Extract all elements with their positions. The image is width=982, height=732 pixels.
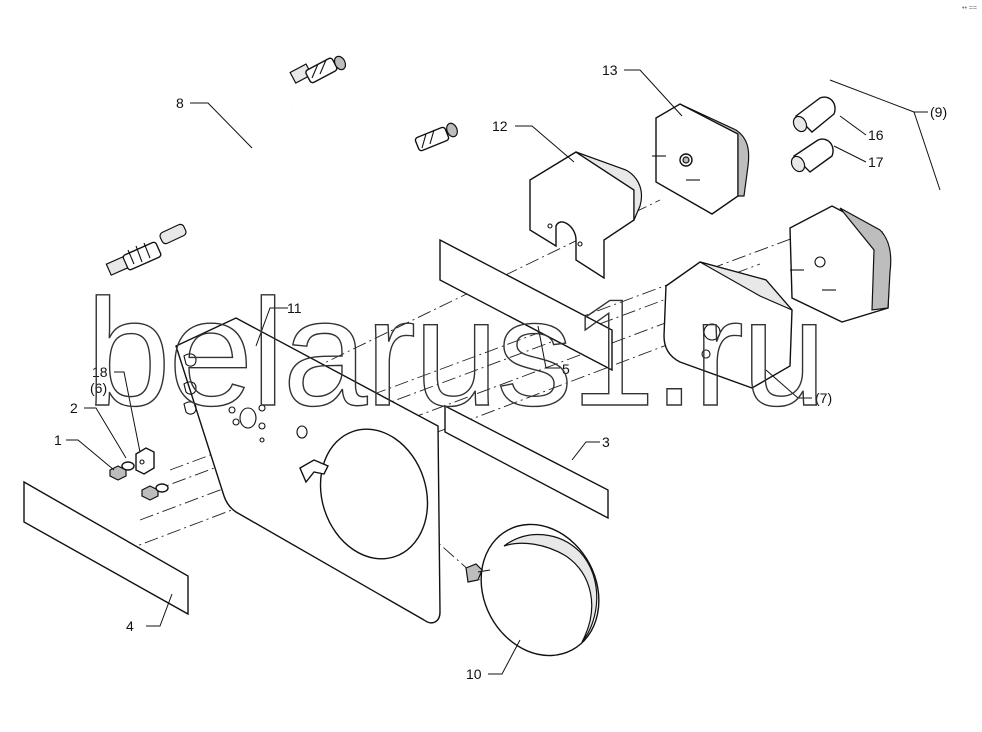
leader-lines: [66, 69, 941, 675]
decal-4: [23, 480, 189, 616]
lamp-bracket-12: [529, 151, 643, 280]
callout-9: (9): [930, 104, 947, 120]
lamp-body-9: [789, 205, 892, 323]
callout-4: 4: [126, 618, 134, 634]
callout-1: 1: [54, 432, 62, 448]
callout-7: (7): [815, 390, 832, 406]
decal-3: [444, 404, 609, 520]
callout-18: 18: [92, 364, 108, 380]
lamp-13: [652, 103, 750, 215]
callout-8: 8: [176, 95, 184, 111]
callout-labels: 8 12 13 16 17 (9) 11 5 3 (7) 10 4 1 2 18…: [54, 62, 947, 682]
callout-12: 12: [492, 118, 508, 134]
watermark-text: belarus1.ru: [86, 268, 824, 438]
round-lamp-10: [465, 523, 600, 657]
callout-5: 5: [562, 361, 570, 377]
lamp-housing-7: [663, 261, 793, 389]
callout-10: 10: [466, 666, 482, 682]
callout-2: 2: [70, 400, 78, 416]
bulb-16: [792, 96, 836, 133]
callout-17: 17: [868, 154, 884, 170]
cable-harness-8: [105, 55, 458, 276]
callout-13: 13: [602, 62, 618, 78]
mounting-plate-11: [175, 317, 441, 624]
callout-16: 16: [868, 127, 884, 143]
bracket-18-and-fasteners: [109, 447, 169, 501]
corner-mark: •• ==: [962, 5, 977, 12]
bulb-17: [790, 138, 834, 173]
callout-6: (6): [90, 380, 107, 396]
callout-3: 3: [602, 434, 610, 450]
callout-11: 11: [287, 300, 302, 316]
decal-5: [439, 238, 613, 372]
